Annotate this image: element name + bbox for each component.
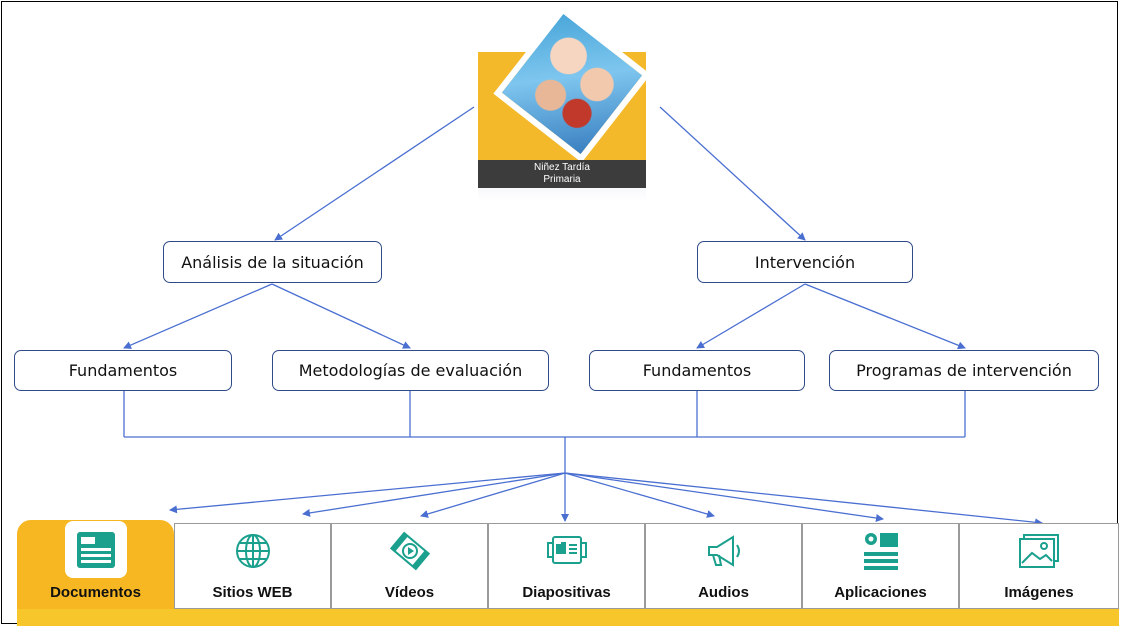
tab-sitios-web[interactable]: Sitios WEB	[174, 523, 331, 609]
document-icon	[64, 521, 127, 578]
megaphone-icon	[693, 526, 755, 576]
tab-label: Vídeos	[384, 584, 435, 601]
connector-root-intervencion	[659, 106, 806, 241]
tab-label: Sitios WEB	[212, 584, 293, 601]
tab-label: Aplicaciones	[834, 584, 927, 601]
connector-tab-sitios	[302, 472, 566, 517]
connector-tab-documentos	[169, 472, 566, 514]
caption-line-1: Niñez Tardía	[534, 162, 590, 173]
node-analisis-situacion[interactable]: Análisis de la situación	[163, 241, 382, 283]
image-icon	[1008, 526, 1070, 576]
thumbnail-caption: Niñez Tardía Primaria	[478, 160, 646, 188]
resource-tabs: Documentos Sitios WEB	[17, 520, 1119, 626]
tab-content-panel	[17, 609, 1119, 626]
node-fundamentos-intervencion[interactable]: Fundamentos	[589, 350, 805, 391]
connector-analisis-metod	[271, 283, 411, 349]
tab-label: Documentos	[50, 584, 141, 601]
connector-analisis-fund	[123, 283, 273, 349]
tab-label: Audios	[698, 584, 749, 601]
connector-tab-imagenes	[564, 472, 1043, 527]
slides-icon	[536, 526, 598, 576]
tab-label: Diapositivas	[522, 584, 611, 601]
topic-thumbnail[interactable]: Niñez Tardía Primaria	[478, 5, 651, 202]
tab-audios[interactable]: Audios	[645, 523, 802, 609]
globe-icon	[222, 526, 284, 576]
tab-diapositivas[interactable]: Diapositivas	[488, 523, 645, 609]
caption-line-2: Primaria	[543, 174, 581, 185]
tab-documentos[interactable]: Documentos	[17, 520, 174, 609]
connector-tab-audios	[564, 472, 715, 518]
film-icon	[379, 526, 441, 576]
connector-tab-videos	[420, 472, 566, 518]
connector-interv-prog	[804, 283, 966, 350]
tab-videos[interactable]: Vídeos	[331, 523, 488, 609]
tab-aplicaciones[interactable]: Aplicaciones	[802, 523, 959, 609]
connector-interv-fund	[696, 283, 806, 349]
connector-tab-aplicaciones	[564, 472, 884, 522]
apps-icon	[850, 526, 912, 576]
node-metodologias-evaluacion[interactable]: Metodologías de evaluación	[272, 350, 549, 391]
tab-imagenes[interactable]: Imágenes	[959, 523, 1119, 609]
connector-root-analisis	[274, 106, 475, 241]
node-intervencion[interactable]: Intervención	[697, 241, 913, 283]
node-programas-intervencion[interactable]: Programas de intervención	[829, 350, 1099, 391]
tab-label: Imágenes	[1004, 584, 1074, 601]
node-fundamentos-analisis[interactable]: Fundamentos	[14, 350, 232, 391]
